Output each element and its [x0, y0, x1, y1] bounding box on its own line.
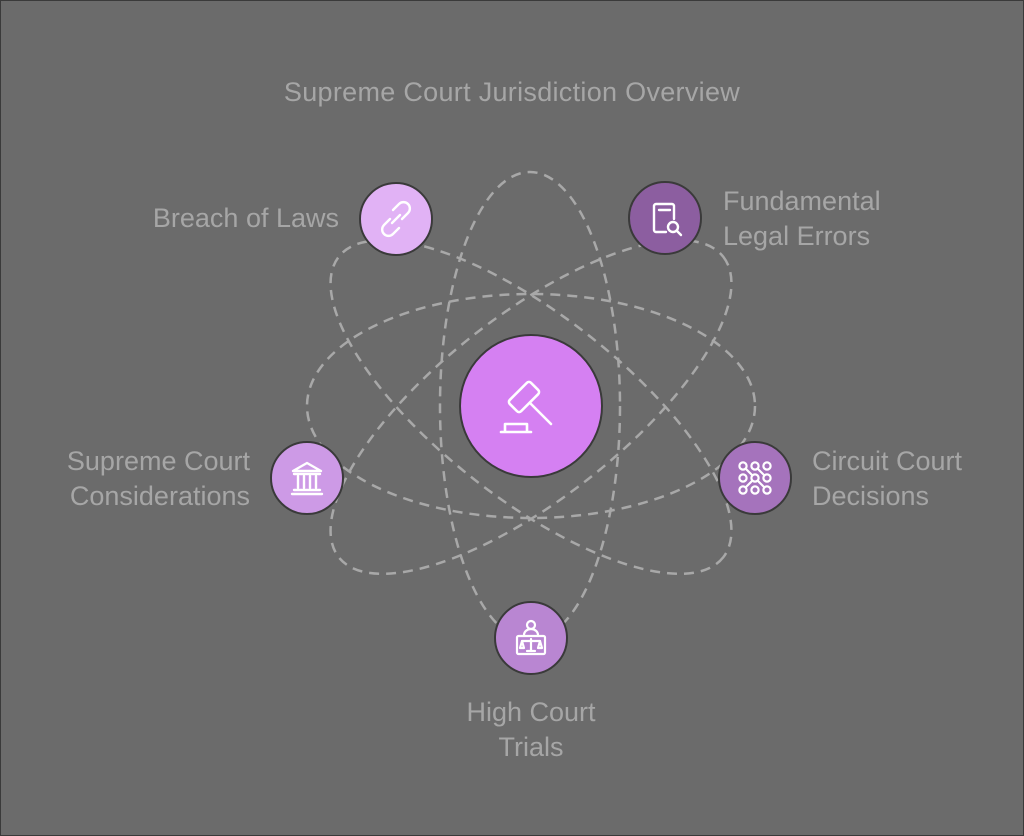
center-node — [459, 334, 603, 478]
node-breach-of-laws — [359, 182, 433, 256]
broken-link-icon — [381, 201, 411, 237]
network-grid-icon — [738, 461, 772, 495]
node-fundamental-legal-errors — [628, 181, 702, 255]
node-supreme-court-considerations — [270, 441, 344, 515]
orbit-horizontal — [305, 292, 757, 520]
label-fundamental-legal-errors: Fundamental Legal Errors — [723, 186, 881, 251]
document-search-icon — [652, 202, 683, 237]
courthouse-icon — [290, 461, 324, 496]
gavel-icon — [499, 380, 553, 434]
label-supreme-court-considerations: Supreme Court Considerations — [66, 446, 250, 511]
orbit-vertical — [438, 170, 622, 642]
label-circuit-court-decisions: Circuit Court Decisions — [812, 446, 963, 511]
orbit-diagonal-a — [329, 238, 733, 576]
orbit-diagonal-b — [329, 238, 733, 576]
label-breach-of-laws: Breach of Laws — [152, 203, 339, 233]
judge-scales-icon — [515, 619, 547, 656]
label-high-court-trials: High Court Trials — [466, 697, 596, 762]
node-high-court-trials — [494, 601, 568, 675]
node-circuit-court-decisions — [718, 441, 792, 515]
diagram-title: Supreme Court Jurisdiction Overview — [283, 77, 741, 107]
